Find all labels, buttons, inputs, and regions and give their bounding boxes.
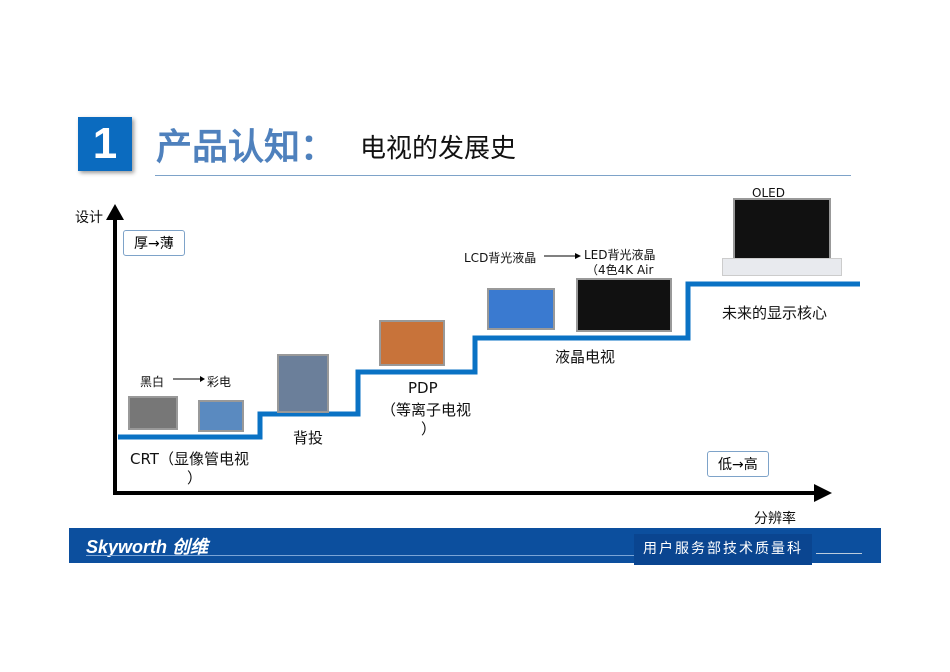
y-axis-arrow: [106, 204, 124, 220]
lcd-from: LCD背光液晶: [464, 251, 537, 265]
lcd-label: 液晶电视: [555, 348, 616, 366]
led-tv-image: [576, 278, 672, 332]
title-divider: [155, 175, 851, 176]
oled-stand-image: [722, 258, 842, 276]
oled-label: 未来的显示核心: [722, 304, 828, 322]
bw-tv-image: [128, 396, 178, 430]
pdp-sub: （等离子电视: [381, 401, 472, 419]
crt-label-close: ）: [187, 469, 203, 487]
resolution-box: 低→高: [707, 451, 769, 477]
plasma-tv-image: [379, 320, 445, 366]
section-number: 1: [78, 117, 132, 171]
oled-tv-image: [733, 198, 831, 262]
footer-line-right: [816, 553, 862, 554]
page-title: 产品认知：: [156, 127, 337, 168]
rear-projection-tv-image: [277, 354, 329, 413]
department-label: 用户服务部技术质量科: [634, 534, 812, 565]
crt-from: 黑白: [140, 375, 165, 389]
oled-top: OLED: [752, 186, 785, 200]
x-axis-label: 分辨率: [754, 511, 796, 527]
thickness-box: 厚→薄: [123, 230, 185, 256]
x-axis-arrow: [814, 484, 832, 502]
crt-to: 彩电: [207, 375, 232, 389]
pdp-close: ）: [421, 420, 437, 438]
y-axis-label: 设计: [75, 210, 103, 226]
crt-label: CRT（显像管电视: [130, 450, 249, 468]
lcd-tv-image: [487, 288, 555, 330]
step-line: [118, 281, 860, 440]
lcd-to: LED背光液晶: [584, 248, 656, 262]
rear-label: 背投: [293, 429, 324, 447]
brand-logo: Skyworth 创维: [86, 537, 209, 557]
color-tv-image: [198, 400, 244, 432]
footer-line: [86, 555, 636, 556]
pdp-label: PDP: [408, 379, 438, 397]
lcd-to-sub: （4色4K Air: [586, 263, 654, 277]
page-subtitle: 电视的发展史: [360, 134, 517, 164]
